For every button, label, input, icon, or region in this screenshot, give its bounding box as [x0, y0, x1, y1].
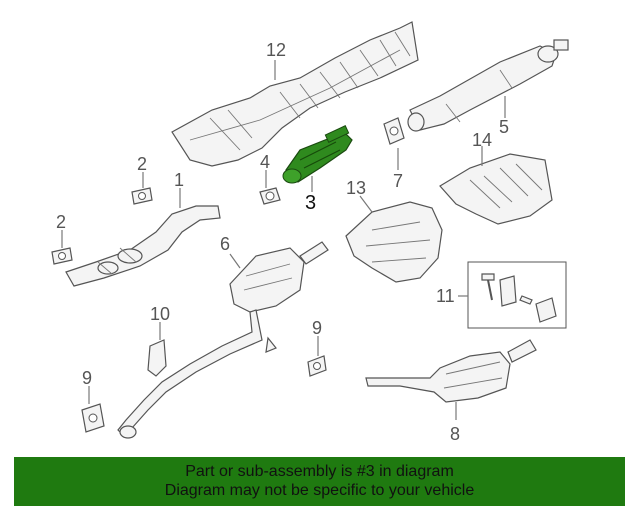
callout-12: 12 — [266, 40, 286, 60]
info-banner: Part or sub-assembly is #3 in diagram Di… — [14, 457, 625, 506]
part-14-heat-shield[interactable] — [439, 153, 553, 225]
part-7-center-muffler[interactable] — [117, 241, 329, 439]
part-9-gasket-left[interactable] — [81, 403, 105, 433]
callout-6: 7 — [393, 171, 403, 191]
part-8-rear-muffler[interactable] — [365, 339, 537, 403]
callout-9a: 9 — [82, 368, 92, 388]
callout-2a: 2 — [137, 154, 147, 174]
part-12-heat-shield[interactable] — [171, 21, 419, 167]
leader-13 — [359, 195, 373, 213]
callout-11: 11 — [436, 286, 455, 306]
callout-2b: 2 — [56, 212, 66, 232]
callout-10: 10 — [150, 304, 170, 324]
exhaust-system-diagram: 12 3 4 5 7 14 13 — [51, 21, 569, 444]
part-3-catalytic-converter[interactable] — [282, 125, 353, 184]
part-2-gasket-upper[interactable] — [131, 187, 153, 205]
part-11-hardware-kit[interactable] — [467, 261, 567, 329]
leader-7 — [229, 253, 241, 269]
banner-line-2: Diagram may not be specific to your vehi… — [164, 482, 475, 499]
part-9-gasket-right[interactable] — [307, 355, 327, 377]
part-1-front-pipe[interactable] — [65, 205, 221, 287]
callout-14: 14 — [472, 130, 492, 150]
part-5-resonator[interactable] — [407, 39, 569, 132]
callout-13: 13 — [346, 178, 366, 198]
banner-line-1: Part or sub-assembly is #3 in diagram — [185, 463, 454, 480]
part-2-gasket-lower[interactable] — [51, 247, 73, 265]
callout-3: 3 — [305, 192, 316, 214]
part-13-heat-shield[interactable] — [345, 201, 443, 283]
callout-1: 1 — [174, 170, 184, 190]
callout-7: 6 — [220, 234, 230, 254]
callout-5: 5 — [499, 117, 509, 137]
callout-9b: 9 — [312, 318, 322, 338]
callout-8: 8 — [450, 424, 460, 444]
part-10-bracket[interactable] — [147, 339, 167, 377]
part-4-gasket[interactable] — [259, 187, 281, 205]
part-6-gasket[interactable] — [383, 117, 405, 145]
callout-4: 4 — [260, 152, 270, 172]
